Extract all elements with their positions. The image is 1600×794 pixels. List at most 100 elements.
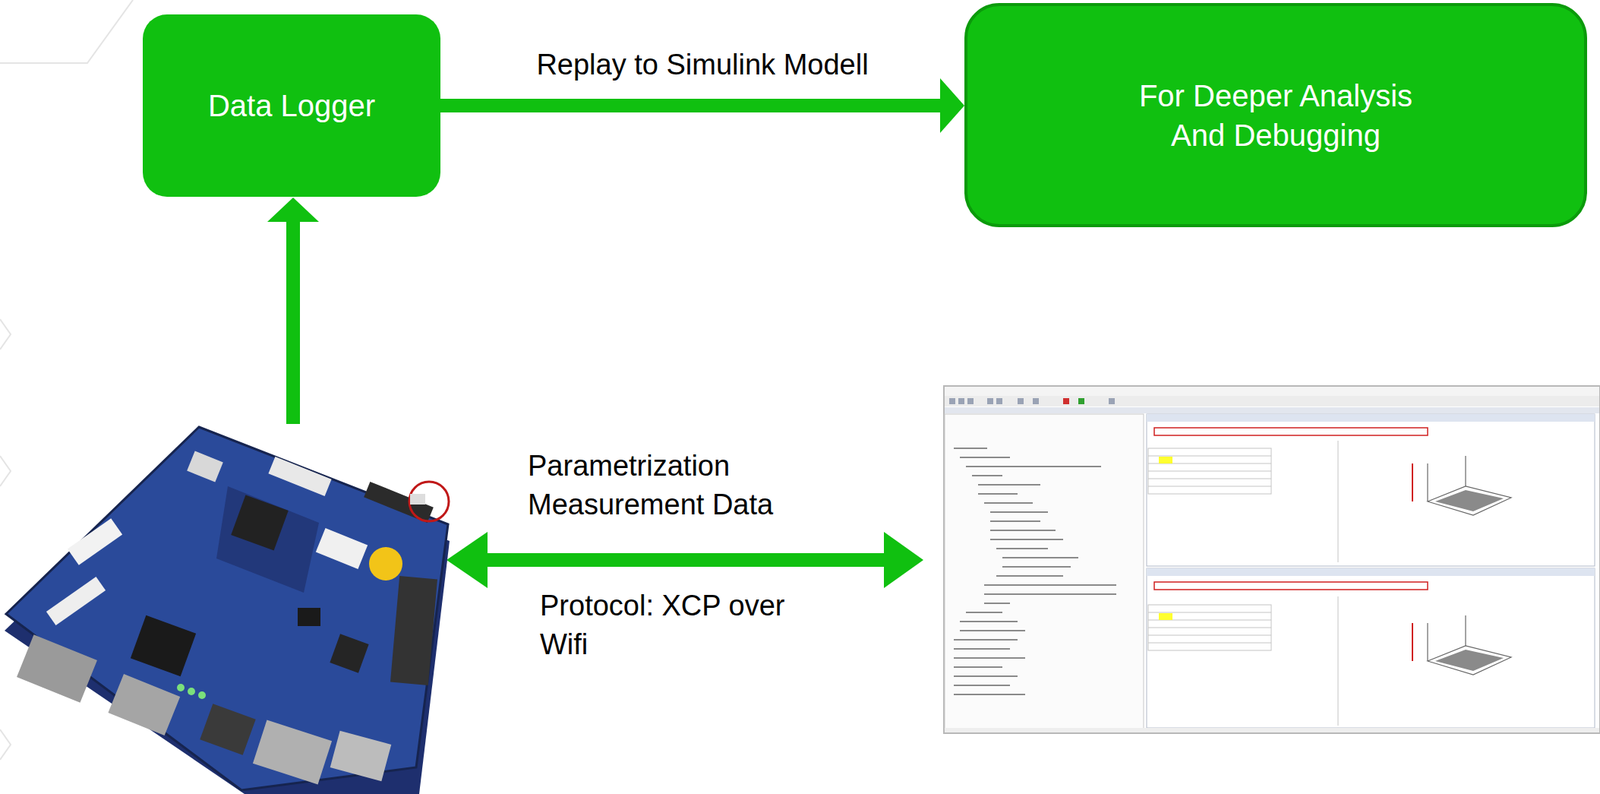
controller-board-part [198,691,206,699]
controller-board-part [107,673,180,736]
software-screenshot-part [1435,649,1504,671]
software-screenshot-part-part [953,693,1026,695]
software-screenshot-part-part [984,501,1033,504]
software-screenshot-part-part [990,538,1064,540]
software-screenshot-part-part [953,647,1010,650]
software-screenshot-part-part [1338,596,1339,726]
software-screenshot-part-part [996,397,1003,404]
software-screenshot-part-part [984,602,1010,604]
software-screenshot-part [949,397,1115,404]
software-screenshot-part-part [1002,556,1079,559]
controller-board-part [369,546,403,581]
annotation-label: Parametrization Measurement Data [527,446,847,525]
flow-arrow [440,78,965,133]
software-screenshot-part [1148,440,1339,726]
controller-board-part [330,730,392,781]
software-screenshot-part [1146,413,1595,566]
software-screenshot-part-part [959,629,1026,632]
software-screenshot-part-part [967,397,974,404]
software-screenshot-part-part [953,665,1003,668]
controller-board-part [199,703,256,755]
software-screenshot-part-part [1464,615,1466,646]
software-screenshot-part-part [1063,397,1070,404]
software-screenshot-part [1146,568,1595,728]
software-screenshot-part-part [1148,478,1272,480]
arrow-head [940,78,965,133]
software-screenshot-part-part [971,474,1003,477]
software-screenshot [943,385,1600,733]
controller-board [4,426,450,794]
software-screenshot-part-part [965,611,1003,613]
software-screenshot-part-part [990,529,1056,531]
software-screenshot-part [953,448,1117,695]
software-screenshot-part [944,727,1600,733]
controller-board-part [315,527,368,569]
software-screenshot-part [1154,581,1428,590]
software-screenshot-part-part [1148,470,1272,472]
process-box: Data Logger [142,14,441,197]
software-screenshot-part-part [1017,397,1024,404]
software-screenshot-part-part [959,620,1018,622]
software-screenshot-part-part [1427,645,1512,675]
controller-board-part [390,575,438,685]
vertical-arrow [267,197,319,424]
software-screenshot-part-part [984,593,1117,595]
software-screenshot-part [1158,456,1173,464]
software-screenshot-part-part [978,483,1041,486]
box-label: Data Logger [208,85,376,126]
software-screenshot-part-part [996,547,1048,550]
software-screenshot-part-part [1148,455,1272,457]
software-screenshot-part-part [1426,622,1428,661]
controller-board-part [67,517,123,565]
software-screenshot-part-part [965,465,1102,468]
software-screenshot-part-part [953,684,1010,686]
controller-board-part [252,719,332,785]
annotation-label: Protocol: XCP over Wifi [539,586,821,665]
process-box: For Deeper Analysis And Debugging [964,3,1588,228]
software-screenshot-part-part [1108,397,1115,404]
hexagon-decoration-part [0,318,11,350]
controller-board-part [16,634,98,702]
software-screenshot-part [943,385,1600,733]
software-screenshot-part-part [1411,622,1414,661]
controller-board-part [230,494,289,550]
box-label: For Deeper Analysis And Debugging [1116,75,1436,155]
controller-board-part [46,576,106,625]
controller-board-part [268,456,332,496]
software-screenshot-part-part [978,492,1018,495]
software-screenshot-part [1146,568,1595,576]
software-screenshot-part [1435,489,1504,512]
software-screenshot-part-part [959,456,1010,458]
software-screenshot-part [1158,612,1173,620]
software-screenshot-part-part [990,520,1041,522]
software-screenshot-part-part [1148,612,1272,613]
software-screenshot-part-part [949,397,956,404]
controller-board-part [176,683,185,692]
controller-board-part [130,615,196,676]
software-screenshot-part-part [1148,642,1272,644]
software-screenshot-part-part [1426,463,1428,502]
software-screenshot-part [1154,427,1428,436]
controller-board-part [363,481,434,523]
software-screenshot-part [944,395,1600,407]
controller-board-part [216,485,319,593]
software-screenshot-part-part [1148,485,1272,487]
double-arrow-part [446,531,488,588]
software-screenshot-part [1146,413,1595,422]
software-screenshot-part-part [1464,455,1466,486]
software-screenshot-part-part [1427,485,1512,515]
software-screenshot-part-part [984,583,1117,586]
edge-label: Replay to Simulink Modell [533,47,872,83]
software-screenshot-part-part [1078,397,1085,404]
software-screenshot-part-part [953,656,1026,659]
software-screenshot-part-part [1148,604,1272,651]
controller-board-part [409,481,449,521]
software-screenshot-part [944,407,1600,414]
vertical-arrow-part [267,197,319,222]
software-screenshot-part-part [953,638,1018,641]
controller-board-part [297,607,321,626]
hexagon-decoration-part [0,455,11,486]
arrow-shaft [440,98,942,113]
software-screenshot-part [1427,455,1512,675]
software-screenshot-part-part [1032,397,1039,404]
